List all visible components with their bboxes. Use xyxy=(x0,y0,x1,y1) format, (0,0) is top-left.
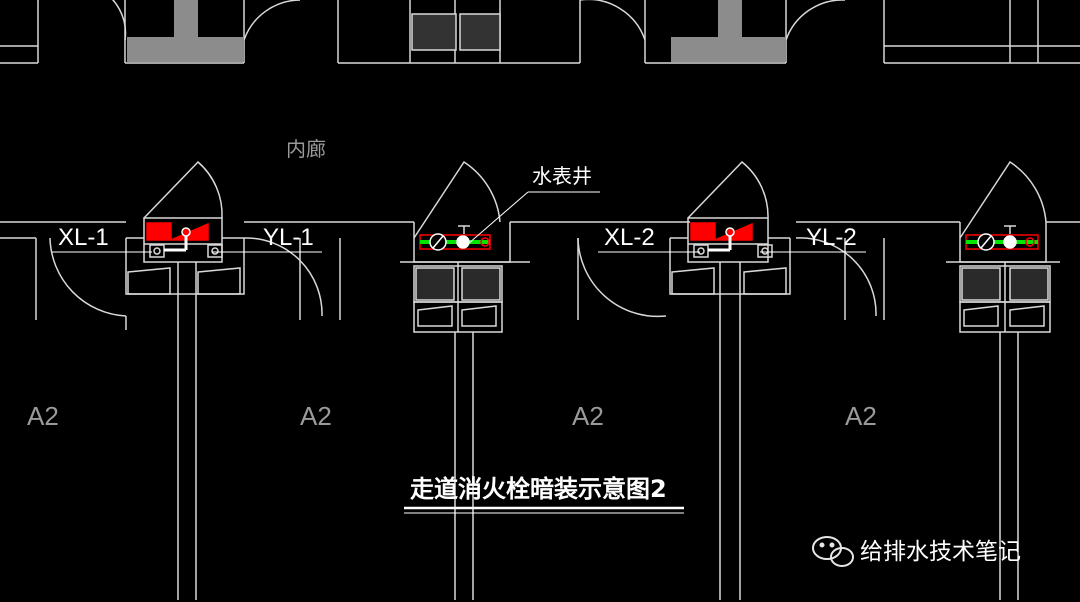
room-label: A2 xyxy=(300,401,332,431)
hydrant-2 xyxy=(690,222,753,252)
pipe-label-xl1: XL-1 xyxy=(58,224,109,251)
diagram-title: 走道消火栓暗装示意图2 xyxy=(410,475,667,503)
watermark-text: 给排水技术笔记 xyxy=(860,539,1021,565)
meter-well-label: 水表井 xyxy=(532,164,592,188)
meter-well-1 xyxy=(400,160,530,600)
wechat-icon xyxy=(812,536,854,567)
meter-well-leader xyxy=(467,191,600,245)
meter-well-2 xyxy=(946,160,1060,600)
room-label: A2 xyxy=(27,401,59,431)
water-meter-2 xyxy=(965,233,1039,251)
water-meter-1 xyxy=(419,233,491,251)
door-swings xyxy=(49,237,877,330)
pipe-label-yl1: YL-1 xyxy=(263,224,314,251)
hydrant-1 xyxy=(146,222,209,252)
top-room-row xyxy=(0,0,1080,64)
room-label: A2 xyxy=(845,401,877,431)
pipe-label-xl2: XL-2 xyxy=(604,224,655,251)
top-gray-blocks xyxy=(127,0,786,62)
top-shafts xyxy=(411,13,501,51)
hydrant-cabinet-1 xyxy=(125,160,245,600)
corridor-label: 内廊 xyxy=(286,137,326,161)
room-label: A2 xyxy=(572,401,604,431)
corridor-walls xyxy=(0,221,1080,320)
title-underline xyxy=(404,506,684,514)
hydrant-cabinet-2 xyxy=(669,160,791,600)
pipe-label-yl2: YL-2 xyxy=(806,224,857,251)
